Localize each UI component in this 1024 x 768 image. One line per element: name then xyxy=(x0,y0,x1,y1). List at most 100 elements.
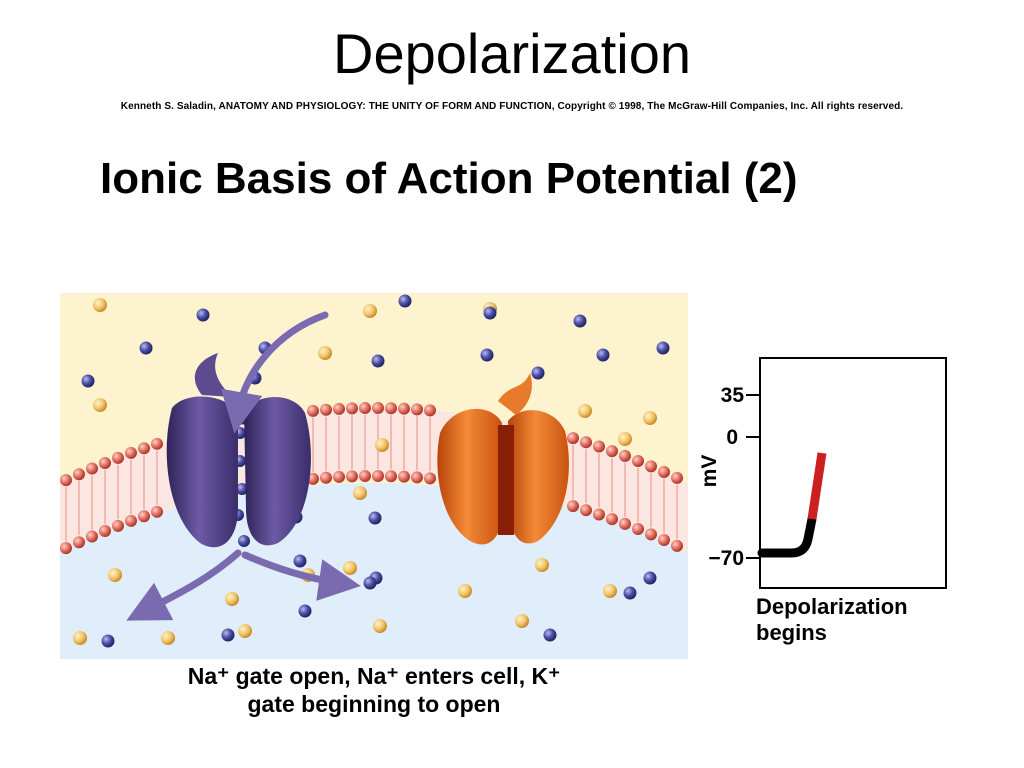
phospholipid-head xyxy=(112,451,124,464)
phospholipid-head xyxy=(99,525,111,538)
graph-caption-line-2: begins xyxy=(756,620,827,645)
phospholipid-head xyxy=(619,517,631,530)
k-ion xyxy=(196,308,210,322)
phospholipid-head xyxy=(645,460,657,473)
na-ion xyxy=(343,561,357,575)
phospholipid-head xyxy=(138,442,150,455)
phospholipid-head xyxy=(372,402,384,415)
k-ion xyxy=(573,314,587,328)
na-ion xyxy=(353,486,367,500)
k-ion xyxy=(371,354,385,368)
k-ion xyxy=(298,604,312,618)
graph-caption-line-1: Depolarization xyxy=(756,594,908,619)
tick-label-35: 35 xyxy=(721,384,745,407)
na-ion xyxy=(643,411,657,425)
phospholipid-head xyxy=(320,403,332,416)
k-ion xyxy=(398,294,412,308)
phospholipid-head xyxy=(398,470,410,483)
phospholipid-head xyxy=(411,471,423,484)
phospholipid-head xyxy=(567,500,579,513)
phospholipid-head xyxy=(645,528,657,541)
ion-in-channel xyxy=(236,483,248,495)
na-ion xyxy=(535,558,549,572)
phospholipid-head xyxy=(307,404,319,417)
phospholipid-head xyxy=(125,446,137,459)
k-ion xyxy=(596,348,610,362)
k-ion xyxy=(221,628,235,642)
na-ion xyxy=(458,584,472,598)
depolarization-trace xyxy=(807,452,827,520)
tick-label-minus-70: −70 xyxy=(708,547,744,570)
graph-caption: Depolarization begins xyxy=(756,594,986,646)
k-ion xyxy=(363,576,377,590)
phospholipid-head xyxy=(619,449,631,462)
phospholipid-head xyxy=(73,536,85,549)
k-ion xyxy=(101,634,115,648)
caption-line-1: Na⁺ gate open, Na⁺ enters cell, K⁺ xyxy=(187,663,561,689)
phospholipid-head xyxy=(398,402,410,415)
na-ion xyxy=(603,584,617,598)
phospholipid-head xyxy=(60,474,72,487)
k-ion xyxy=(531,366,545,380)
na-ion xyxy=(93,298,107,312)
phospholipid-head xyxy=(385,470,397,483)
membrane-potential-graph: 35 0 −70 mV xyxy=(696,355,956,595)
phospholipid-head xyxy=(359,470,371,483)
tick-label-0: 0 xyxy=(726,426,738,449)
phospholipid-head xyxy=(320,471,332,484)
copyright-credit: Kenneth S. Saladin, ANATOMY AND PHYSIOLO… xyxy=(120,101,904,112)
caption-line-2: gate beginning to open xyxy=(247,691,501,717)
phospholipid-head xyxy=(346,402,358,415)
membrane-illustration xyxy=(60,293,688,659)
k-ion xyxy=(656,341,670,355)
k-ion xyxy=(623,586,637,600)
k-ion xyxy=(139,341,153,355)
na-ion xyxy=(161,631,175,645)
phospholipid-head xyxy=(333,470,345,483)
phospholipid-head xyxy=(671,471,683,484)
ion-in-channel xyxy=(238,535,250,547)
phospholipid-head xyxy=(424,472,436,485)
phospholipid-head xyxy=(346,470,358,483)
phospholipid-head xyxy=(372,470,384,483)
slide-title: Depolarization xyxy=(333,22,691,85)
na-channel-icon xyxy=(166,353,311,548)
phospholipid-head xyxy=(632,523,644,536)
phospholipid-head xyxy=(112,519,124,532)
phospholipid-head xyxy=(606,513,618,526)
phospholipid-head xyxy=(671,539,683,552)
k-ion xyxy=(480,348,494,362)
na-ion xyxy=(515,614,529,628)
phospholipid-head xyxy=(125,514,137,527)
ion-flow-arrow-icon xyxy=(126,311,361,621)
k-ion xyxy=(543,628,557,642)
k-channel-icon xyxy=(437,373,569,545)
phospholipid-head xyxy=(658,465,670,478)
na-ion xyxy=(618,432,632,446)
phospholipid-head xyxy=(151,505,163,518)
k-ion xyxy=(368,511,382,525)
phospholipid-head xyxy=(567,432,579,445)
na-ion xyxy=(108,568,122,582)
phospholipid-head xyxy=(60,542,72,555)
phospholipid-head xyxy=(359,402,371,415)
figure-title: Ionic Basis of Action Potential (2) xyxy=(100,154,798,203)
y-axis-label: mV xyxy=(698,455,721,488)
k-ion xyxy=(643,571,657,585)
phospholipid-head xyxy=(151,437,163,450)
na-ion xyxy=(578,404,592,418)
na-ion xyxy=(363,304,377,318)
phospholipid-head xyxy=(99,457,111,470)
phospholipid-head xyxy=(385,402,397,415)
phospholipid-head xyxy=(411,403,423,416)
na-ion xyxy=(238,624,252,638)
phospholipid-head xyxy=(424,404,436,417)
na-ion xyxy=(318,346,332,360)
na-ion xyxy=(375,438,389,452)
phospholipid-head xyxy=(593,508,605,521)
phospholipid-head xyxy=(632,455,644,468)
phospholipid-head xyxy=(580,504,592,517)
na-ion xyxy=(93,398,107,412)
phospholipid-head xyxy=(73,468,85,481)
na-ion xyxy=(225,592,239,606)
